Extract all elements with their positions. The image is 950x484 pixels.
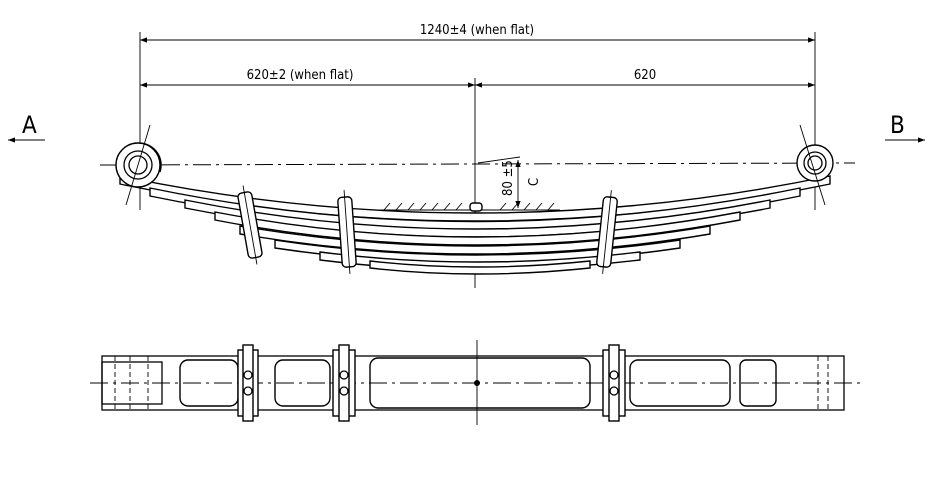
- camber-value: 80 ±5: [501, 160, 516, 196]
- clip-3: [596, 190, 618, 274]
- plan-view: [90, 340, 860, 425]
- clip-1: [237, 185, 263, 265]
- view-label-b: B: [890, 111, 905, 139]
- dimension-halves: 620±2 (when flat) 620: [140, 68, 815, 288]
- camber-symbol: C: [527, 178, 542, 186]
- view-marker-b: B: [885, 111, 925, 143]
- right-eye: [796, 124, 834, 206]
- overall-length-label: 1240±4 (when flat): [420, 23, 534, 38]
- clip-2: [337, 190, 357, 274]
- dimension-overall: 1240±4 (when flat): [139, 23, 816, 210]
- plan-clip-1: [237, 344, 259, 422]
- left-eye: [115, 124, 162, 206]
- plan-clip-3: [602, 344, 626, 422]
- left-half-label: 620±2 (when flat): [247, 68, 354, 83]
- camber-reference: 80 ±5 C: [380, 156, 560, 212]
- eye-centerline: [99, 162, 856, 166]
- view-marker-a: A: [7, 111, 45, 143]
- rebound-clips: [237, 185, 618, 274]
- leaf-5: [239, 225, 711, 255]
- leaf-8: [369, 260, 591, 275]
- plan-clip-2: [332, 344, 356, 422]
- right-half-label: 620: [634, 68, 656, 83]
- view-label-a: A: [22, 111, 37, 139]
